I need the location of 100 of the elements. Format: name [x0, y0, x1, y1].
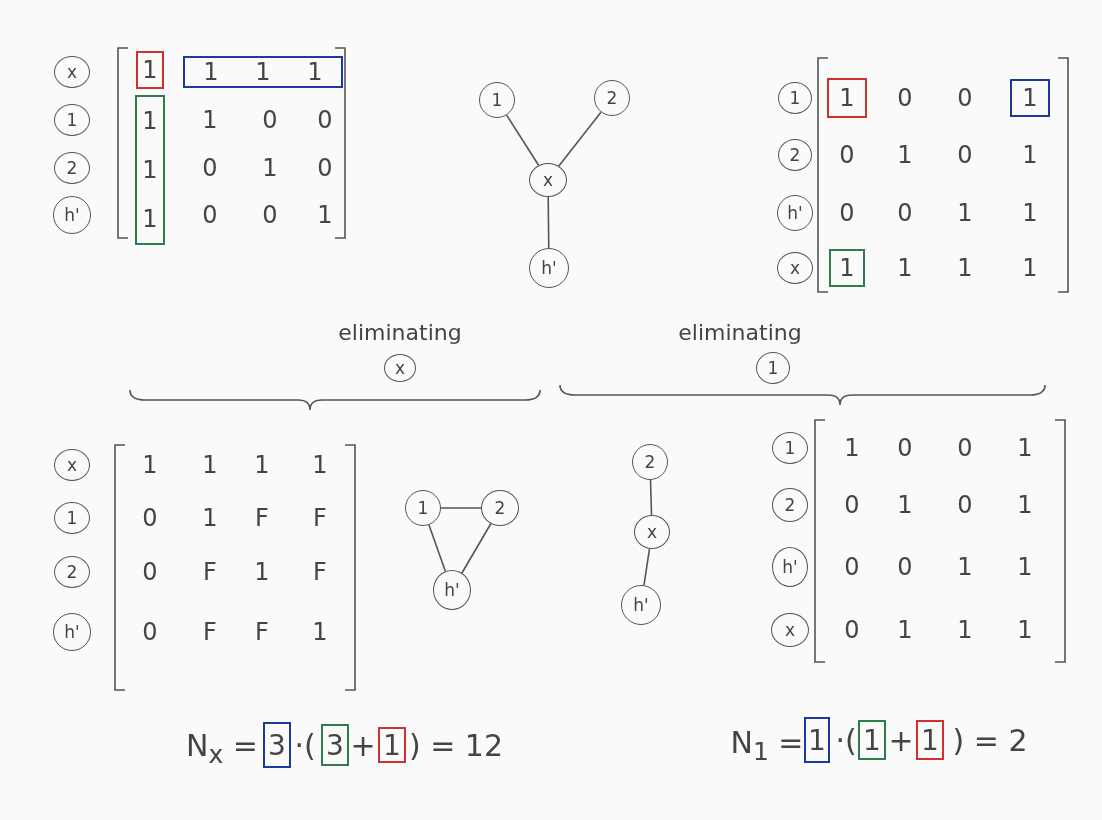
matrix-entry: 1 — [1022, 199, 1038, 227]
node-label: x — [784, 620, 796, 640]
matrix-entry: 0 — [844, 616, 860, 644]
connector-line — [428, 524, 447, 573]
highlight-box — [827, 78, 867, 118]
node-label: 2 — [66, 158, 78, 178]
matrix-entry: 1 — [202, 106, 218, 134]
node-label: x — [66, 62, 78, 82]
node-label: x — [542, 170, 554, 190]
node-label: 1 — [66, 508, 78, 528]
matrix-entry: 0 — [957, 434, 973, 462]
matrix-entry: 0 — [897, 434, 913, 462]
connector-line — [461, 522, 492, 574]
matrix-entry: 1 — [307, 58, 323, 86]
matrix-entry: 0 — [844, 491, 860, 519]
node-label: 1 — [767, 358, 779, 378]
node-label: h' — [64, 622, 80, 642]
matrix-entry: 1 — [312, 451, 328, 479]
matrix-entry: 0 — [142, 504, 158, 532]
highlight-box — [1010, 79, 1050, 117]
connector-line — [440, 507, 482, 509]
matrix-entry: 0 — [957, 491, 973, 519]
matrix-entry: 1 — [1017, 553, 1033, 581]
matrix-entry: 1 — [957, 254, 973, 282]
highlight-box — [183, 56, 343, 88]
matrix-entry: 1 — [1022, 141, 1038, 169]
highlight-box — [136, 51, 164, 89]
formula-text: N$_{x}$ = — [186, 727, 258, 769]
node-label: x — [789, 258, 801, 278]
node-label: 2 — [606, 88, 618, 108]
matrix-entry: 0 — [262, 106, 278, 134]
highlight-box — [378, 727, 406, 763]
matrix-entry: 1 — [383, 728, 401, 762]
formula-text: ·( — [835, 722, 857, 758]
matrix-entry: 0 — [317, 106, 333, 134]
formula-text: N$_{1}$ = — [730, 724, 804, 766]
matrix-entry: 0 — [844, 553, 860, 581]
matrix-entry: 0 — [202, 154, 218, 182]
matrix-entry: F — [255, 504, 269, 532]
matrix-entry: 1 — [262, 154, 278, 182]
matrix-entry: 0 — [317, 154, 333, 182]
matrix-entry: 1 — [863, 723, 881, 757]
matrix-entry: F — [203, 618, 217, 646]
node-label: 2 — [784, 495, 796, 515]
matrix-entry: 1 — [202, 504, 218, 532]
connector-line — [505, 114, 540, 167]
highlight-box — [263, 722, 291, 768]
node-label: 2 — [789, 145, 801, 165]
matrix-entry: 0 — [262, 201, 278, 229]
matrix-entry: 0 — [839, 141, 855, 169]
matrix-entry: 1 — [957, 199, 973, 227]
matrix-entry: 1 — [957, 553, 973, 581]
matrix-entry: F — [313, 558, 327, 586]
matrix-entry: 1 — [254, 451, 270, 479]
matrix-entry: F — [255, 618, 269, 646]
highlight-box — [916, 720, 944, 760]
node-label: 1 — [491, 90, 503, 110]
formula-text: + — [888, 722, 914, 758]
node-label: x — [646, 522, 658, 542]
matrix-entry: 1 — [142, 204, 158, 233]
annotation-text: eliminating — [678, 319, 802, 345]
matrix-entry: 0 — [897, 553, 913, 581]
highlight-box — [858, 720, 886, 760]
node-label: 1 — [784, 438, 796, 458]
matrix-entry: 1 — [1017, 616, 1033, 644]
node-label: x — [66, 455, 78, 475]
matrix-entry: 1 — [839, 84, 855, 112]
matrix-entry: 1 — [202, 451, 218, 479]
node-label: 1 — [417, 498, 429, 518]
node-label: h' — [633, 595, 649, 615]
matrix-entry: 3 — [268, 728, 286, 762]
node-label: 1 — [789, 88, 801, 108]
annotation-text: eliminating — [338, 319, 462, 345]
node-label: 2 — [494, 498, 506, 518]
highlight-box — [321, 724, 349, 766]
matrix-entry: F — [313, 504, 327, 532]
matrix-entry: 1 — [897, 141, 913, 169]
matrix-entry: 0 — [142, 558, 158, 586]
highlight-box — [829, 249, 865, 287]
connector-line — [643, 548, 651, 586]
matrix-entry: 1 — [1022, 84, 1038, 112]
matrix-entry: 1 — [1017, 434, 1033, 462]
matrix-entry: 1 — [1022, 254, 1038, 282]
matrix-entry: 1 — [808, 723, 826, 757]
connector-line — [649, 479, 653, 516]
node-label: 2 — [66, 562, 78, 582]
matrix-entry: 1 — [312, 618, 328, 646]
matrix-entry: 1 — [1017, 491, 1033, 519]
matrix-entry: 1 — [844, 434, 860, 462]
matrix-entry: 0 — [202, 201, 218, 229]
node-label: x — [394, 358, 406, 378]
matrix-entry: 1 — [142, 56, 158, 84]
node-label: h' — [541, 258, 557, 278]
matrix-entry: 0 — [957, 141, 973, 169]
matrix-entry: 0 — [142, 618, 158, 646]
node-label: h' — [444, 580, 460, 600]
matrix-entry: 1 — [255, 58, 271, 86]
formula-text: + — [350, 727, 376, 763]
matrix-entry: F — [203, 558, 217, 586]
matrix-entry: 0 — [839, 199, 855, 227]
